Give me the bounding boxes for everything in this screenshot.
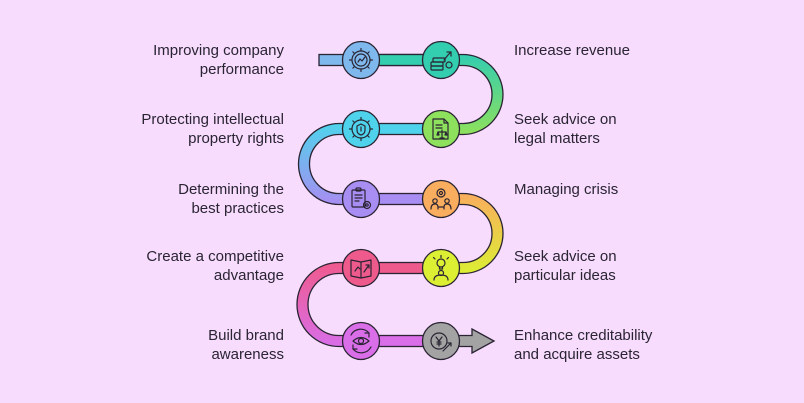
step-node-left xyxy=(341,179,381,219)
right-label: Seek advice on legal matters xyxy=(514,110,617,148)
right-label: Enhance creditability and acquire assets xyxy=(514,326,652,364)
step-node-right xyxy=(421,321,461,361)
left-label: Create a competitive advantage xyxy=(146,247,284,285)
gear-chart-icon xyxy=(348,47,374,73)
left-label-line: Determining the xyxy=(178,181,284,198)
left-label-line: best practices xyxy=(191,200,284,217)
left-label: Build brand awareness xyxy=(208,326,284,364)
left-label: Protecting intellectual property rights xyxy=(141,110,284,148)
strategy-book-icon xyxy=(350,259,372,279)
left-label-line: Protecting intellectual xyxy=(141,111,284,128)
right-label: Seek advice on particular ideas xyxy=(514,247,617,285)
right-label-line: and acquire assets xyxy=(514,346,640,363)
crisis-management-icon xyxy=(430,188,452,210)
yen-growth-icon xyxy=(430,332,452,352)
step-node-right xyxy=(421,40,461,80)
idea-person-icon xyxy=(432,254,450,281)
left-label-line: advantage xyxy=(213,267,284,284)
right-label-line: Increase revenue xyxy=(514,42,630,59)
icons-layer xyxy=(341,40,461,361)
right-label: Managing crisis xyxy=(514,180,618,199)
left-label: Determining the best practices xyxy=(178,180,284,218)
winding-path xyxy=(296,53,504,355)
left-label-line: awareness xyxy=(211,346,284,363)
step-node-right xyxy=(421,248,461,288)
right-label-line: Managing crisis xyxy=(514,181,619,198)
step-node-right xyxy=(421,179,461,219)
left-label-line: Build brand xyxy=(208,327,284,344)
right-label-line: Seek advice on xyxy=(514,248,617,265)
legal-document-icon xyxy=(432,118,449,140)
step-node-right xyxy=(421,109,461,149)
shield-gear-icon xyxy=(348,116,374,142)
right-label-line: legal matters xyxy=(514,130,600,147)
right-label-line: Enhance creditability xyxy=(514,327,653,344)
left-label-line: property rights xyxy=(188,130,284,147)
right-label: Increase revenue xyxy=(514,41,630,60)
path-curve xyxy=(296,261,362,348)
right-label-line: Seek advice on xyxy=(514,111,617,128)
money-growth-icon xyxy=(430,51,453,71)
left-label: Improving company performance xyxy=(153,41,284,79)
right-label-line: particular ideas xyxy=(514,267,616,284)
left-label-line: Create a competitive xyxy=(146,248,284,265)
eye-refresh-icon xyxy=(350,328,372,354)
left-label-line: Improving company xyxy=(153,42,284,59)
step-node-left xyxy=(341,321,381,361)
clipboard-gear-icon xyxy=(351,187,372,210)
left-label-line: performance xyxy=(199,61,284,78)
